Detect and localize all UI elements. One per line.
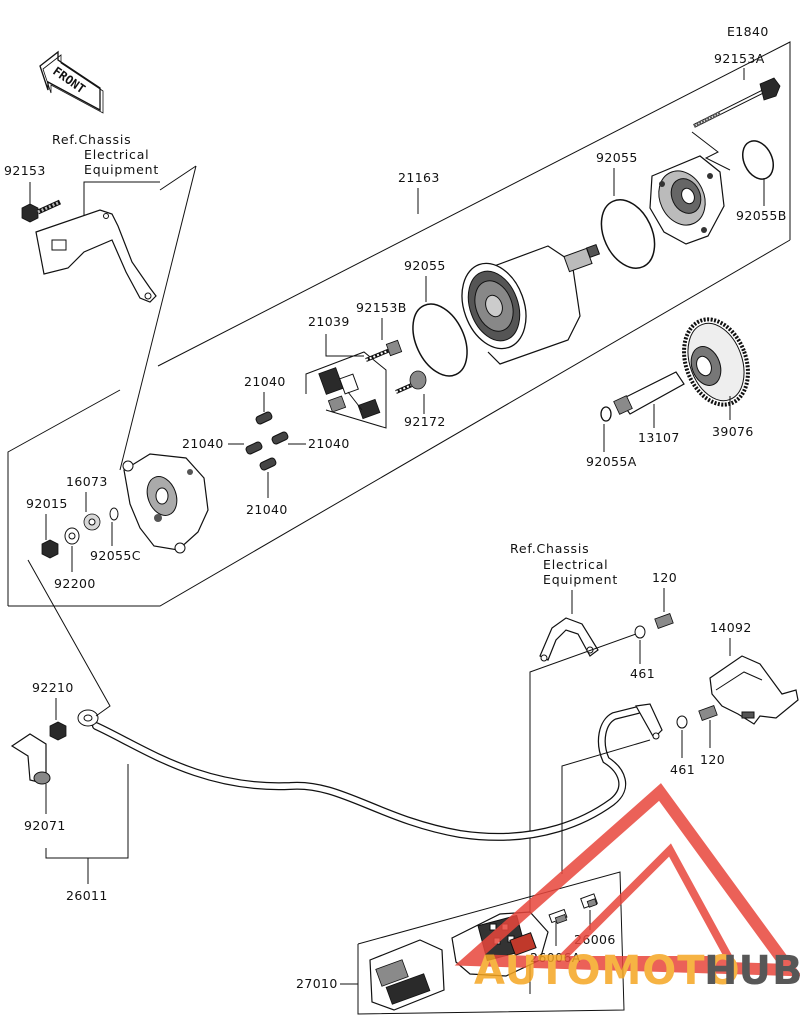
spring-21040-c bbox=[271, 431, 289, 445]
part-92153A-label: 92153A bbox=[714, 51, 765, 66]
starter-group-outline bbox=[7, 41, 791, 607]
part-92055A-label: 92055A bbox=[586, 454, 637, 469]
part-92153B-label: 92153B bbox=[356, 300, 407, 315]
part-16073-label: 16073 bbox=[66, 474, 108, 489]
part-14092-label: 14092 bbox=[710, 620, 752, 635]
bolt-120-a bbox=[654, 613, 674, 629]
part-21040-label-b: 21040 bbox=[182, 436, 224, 451]
ref-chassis-mid-line3: Equipment bbox=[543, 572, 618, 587]
part-120-label-b: 120 bbox=[700, 752, 725, 767]
part-21040-label-c: 21040 bbox=[308, 436, 350, 451]
part-92200-label: 92200 bbox=[54, 576, 96, 591]
part-461-label-b: 461 bbox=[670, 762, 695, 777]
part-92015-label: 92015 bbox=[26, 496, 68, 511]
bolt-120-b bbox=[698, 705, 718, 721]
part-92055B-label: 92055B bbox=[736, 208, 787, 223]
ref-chassis-top-line2: Electrical bbox=[84, 147, 149, 162]
part-21040-label-a: 21040 bbox=[244, 374, 286, 389]
part-21163-label: 21163 bbox=[398, 170, 440, 185]
part-92055-lower-label: 92055 bbox=[404, 258, 446, 273]
gear-39076 bbox=[682, 317, 750, 407]
relay-group-outline bbox=[357, 871, 625, 1015]
ref-chassis-mid-line1: Ref.Chassis bbox=[510, 541, 589, 556]
part-21039-label: 21039 bbox=[308, 314, 350, 329]
boot-92071 bbox=[10, 733, 51, 785]
spring-21040-d bbox=[259, 457, 277, 471]
watermark-text-b: HUB bbox=[704, 948, 800, 994]
ref-chassis-mid-line2: Electrical bbox=[543, 557, 608, 572]
part-461-label-a: 461 bbox=[630, 666, 655, 681]
screw-92172 bbox=[395, 370, 427, 394]
chassis-bracket-top bbox=[35, 209, 157, 303]
bolt-92153 bbox=[21, 199, 62, 223]
part-39076-label: 39076 bbox=[712, 424, 754, 439]
ref-chassis-mid: Ref.Chassis Electrical Equipment bbox=[510, 541, 618, 614]
part-92071-label: 92071 bbox=[24, 818, 66, 833]
motor-body bbox=[461, 243, 601, 365]
part-92153-label: 92153 bbox=[4, 163, 46, 178]
part-92055C-label: 92055C bbox=[90, 548, 141, 563]
fuse-26006 bbox=[580, 893, 598, 909]
chassis-bracket-mid bbox=[539, 617, 599, 662]
part-27010-label: 27010 bbox=[296, 976, 338, 991]
watermark-logo: AUTOMOTO HUB bbox=[454, 783, 800, 994]
shaft-13107 bbox=[613, 371, 685, 415]
part-120-label-a: 120 bbox=[652, 570, 677, 585]
spring-21040-a bbox=[255, 411, 273, 425]
part-92172-label: 92172 bbox=[404, 414, 446, 429]
brush-holder-21039 bbox=[318, 367, 381, 420]
ref-chassis-top: Ref.Chassis Electrical Equipment bbox=[52, 132, 197, 471]
ref-chassis-top-line3: Equipment bbox=[84, 162, 159, 177]
screw-92153B bbox=[365, 339, 403, 362]
part-26011-label: 26011 bbox=[66, 888, 108, 903]
part-21040-label-d: 21040 bbox=[246, 502, 288, 517]
diagram-code: E1840 bbox=[727, 24, 769, 39]
cable-26011 bbox=[77, 703, 663, 841]
part-13107-label: 13107 bbox=[638, 430, 680, 445]
part-92055-upper-label: 92055 bbox=[596, 150, 638, 165]
rear-cover bbox=[122, 453, 209, 554]
long-bolt-92153A bbox=[693, 77, 781, 128]
ref-chassis-top-line1: Ref.Chassis bbox=[52, 132, 131, 147]
front-cover bbox=[649, 155, 725, 245]
part-92210-label: 92210 bbox=[32, 680, 74, 695]
fuse-26006A bbox=[548, 908, 568, 925]
cover-14092 bbox=[709, 655, 799, 725]
watermark-text-a: AUTOMOTO bbox=[474, 948, 741, 994]
spring-21040-b bbox=[245, 441, 263, 455]
front-arrow-icon: FRONT bbox=[39, 50, 104, 114]
